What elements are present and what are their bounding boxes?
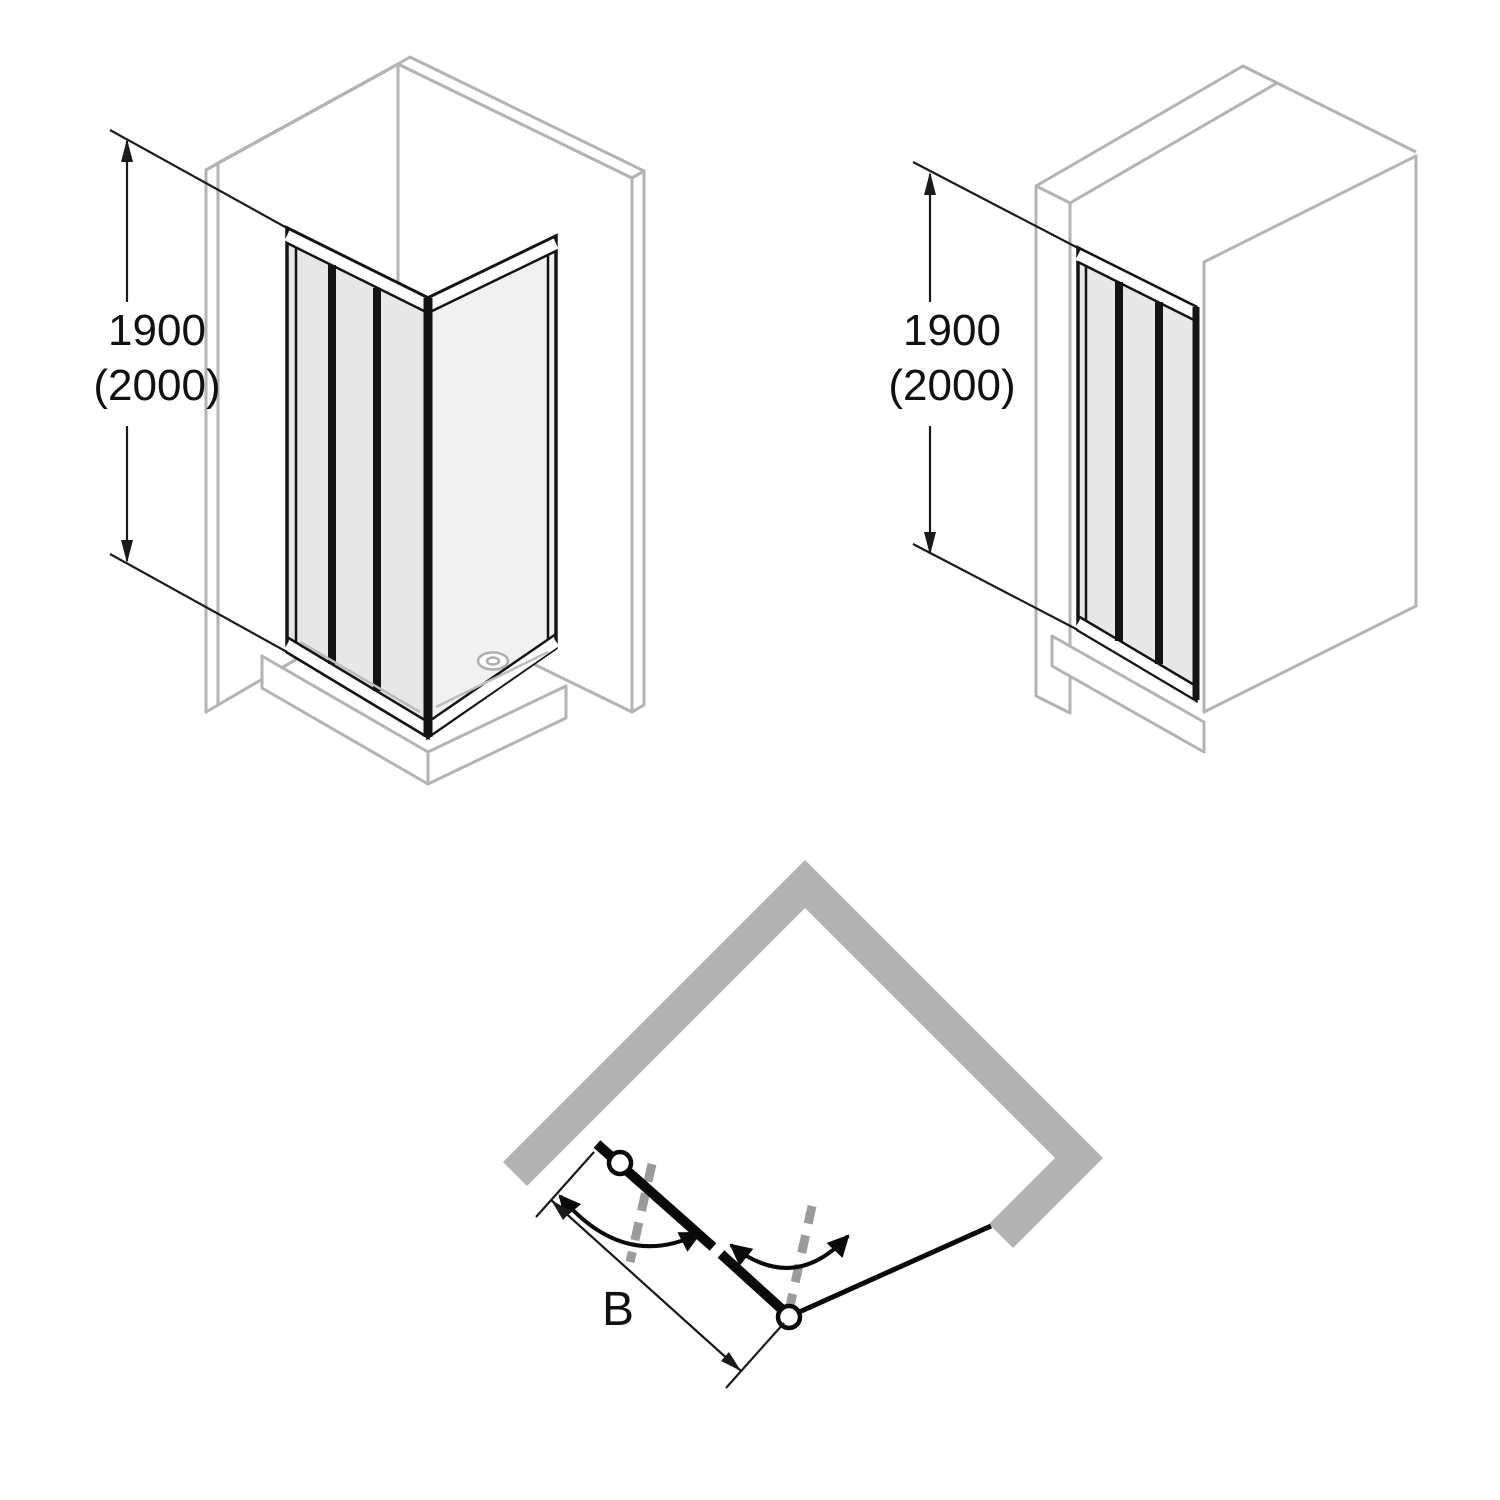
height-dimension-recess-view: 1900 (2000) — [888, 161, 1079, 631]
dimension-arrow-left — [551, 1200, 571, 1220]
right-wall-edge-strip — [630, 169, 646, 714]
plan-view: B — [503, 860, 1103, 1389]
door-bottom-rail — [284, 639, 431, 735]
walls-plan — [503, 860, 1103, 1248]
dimension-arrow-right — [721, 1352, 741, 1371]
extension-line-top — [912, 161, 1079, 249]
swing-arrow-panel-2 — [729, 1234, 850, 1270]
door-panel-2-open-position — [785, 1205, 817, 1307]
swing-arrow-panel-1 — [558, 1194, 702, 1252]
pivot-point-2 — [775, 1303, 803, 1331]
extension-line-bottom — [109, 553, 288, 653]
dimension-arrow-up — [924, 172, 936, 195]
niche-left-wall-edge-strip — [1034, 184, 1072, 715]
tray-details-through-glass — [299, 640, 549, 714]
extension-line-right — [725, 1322, 785, 1389]
height-alt-value-label: (2000) — [888, 361, 1015, 410]
door-bottom-rail-inner-line — [286, 635, 429, 724]
door-bottom-rail-inner-line — [1077, 614, 1197, 688]
height-alt-value-label: (2000) — [93, 361, 220, 410]
door-top-rail-inner-line — [1077, 260, 1197, 323]
door-top-rail — [284, 230, 431, 311]
door-top-rail — [1075, 250, 1199, 319]
extension-line-top — [109, 129, 288, 229]
recess-shower-isometric-view: 1900 (2000) — [888, 64, 1418, 754]
dimension-arrow-down — [121, 540, 133, 563]
width-dimension-plan-view: B — [535, 1151, 785, 1389]
door-bottom-rail — [1075, 618, 1199, 698]
side-panel-plan-line — [795, 1223, 993, 1316]
width-value-label: B — [602, 1283, 634, 1336]
niche-shower-tray-face — [1050, 634, 1206, 754]
door-top-rail-inner-line — [286, 241, 429, 315]
height-value-label: 1900 — [108, 306, 206, 355]
bifold-door-recess-view — [1075, 245, 1200, 704]
height-dimension-corner-view: 1900 (2000) — [93, 129, 288, 653]
walls-recess-view — [1034, 64, 1418, 754]
side-panel-bottom-rail-inner-line — [427, 632, 557, 724]
extension-line-left — [535, 1151, 595, 1218]
left-wall-edge-strip — [204, 161, 220, 714]
tray-rim-through-panel — [435, 650, 549, 709]
dimension-arrow-down — [924, 532, 936, 555]
side-panel-bottom-rail — [424, 636, 560, 735]
niche-right-wall-top-line — [1242, 64, 1417, 154]
side-panel-top-rail-inner-line — [427, 249, 557, 315]
side-panel-top-rail — [425, 238, 559, 311]
niche-left-wall-top-edge — [1034, 64, 1279, 205]
extension-line-bottom — [912, 543, 1079, 631]
shower-tray-corner-view — [260, 654, 568, 786]
pivot-point-1 — [606, 1149, 634, 1177]
door-panel-1-open-position — [625, 1163, 657, 1263]
drain-inner-ring — [485, 656, 501, 666]
tray-rim-through-door — [299, 640, 421, 714]
height-value-label: 1900 — [903, 306, 1001, 355]
corner-shower-isometric-view: 1900 (2000) — [93, 55, 646, 786]
bifold-door-corner-view — [284, 225, 433, 741]
dimension-line — [550, 1199, 742, 1372]
side-panel — [424, 233, 560, 741]
niche-right-wall-face — [1202, 154, 1418, 714]
tray-side-face — [426, 684, 568, 786]
dimension-arrow-up — [121, 139, 133, 162]
